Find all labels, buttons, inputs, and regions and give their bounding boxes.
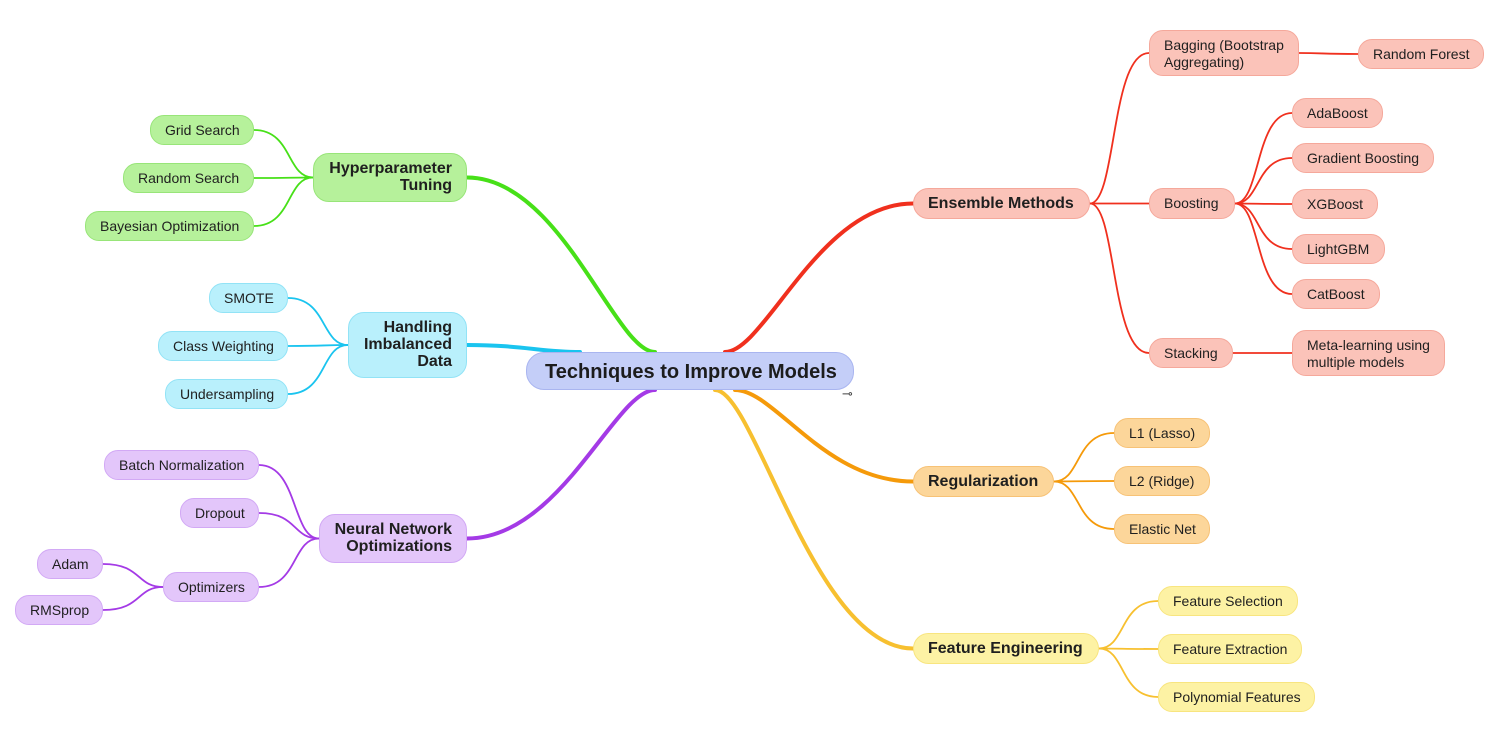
link-optimizers-adam — [102, 563, 164, 588]
topic-ensemble-methods[interactable]: Ensemble Methods — [913, 188, 1090, 219]
link-root-neural — [465, 388, 657, 541]
link-boosting-item-4 — [1234, 202, 1293, 295]
link-optimizers-rmsprop — [102, 586, 164, 611]
link-feature-item-0 — [1098, 600, 1159, 650]
link-feature-item-2 — [1098, 647, 1159, 698]
subtopic-random-search[interactable]: Random Search — [123, 163, 254, 193]
link-bagging-random-forest — [1298, 52, 1359, 55]
link-ensemble-stacking — [1089, 202, 1150, 354]
link-regularization-item-0 — [1053, 432, 1115, 483]
link-root-ensemble — [723, 201, 915, 354]
topic-feature-engineering[interactable]: Feature Engineering — [913, 633, 1099, 664]
link-regularization-item-1 — [1053, 480, 1115, 483]
subtopic-adam[interactable]: Adam — [37, 549, 103, 579]
link-boosting-item-1 — [1234, 157, 1293, 205]
subtopic-lightgbm[interactable]: LightGBM — [1292, 234, 1385, 264]
subtopic-dropout[interactable]: Dropout — [180, 498, 259, 528]
link-root-hyperparameter — [465, 175, 657, 354]
link-neural-optimizers — [258, 537, 320, 588]
link-root-imbalanced — [465, 343, 582, 354]
subtopic-adaboost[interactable]: AdaBoost — [1292, 98, 1383, 128]
subtopic-grid-search[interactable]: Grid Search — [150, 115, 254, 145]
subtopic-bagging[interactable]: Bagging (Bootstrap Aggregating) — [1149, 30, 1299, 76]
subtopic-l1-lasso[interactable]: L1 (Lasso) — [1114, 418, 1210, 448]
link-root-regularization — [733, 388, 915, 484]
topic-hyperparameter-tuning[interactable]: Hyperparameter Tuning — [313, 153, 467, 202]
subtopic-elastic-net[interactable]: Elastic Net — [1114, 514, 1210, 544]
subtopic-class-weighting[interactable]: Class Weighting — [158, 331, 288, 361]
subtopic-xgboost[interactable]: XGBoost — [1292, 189, 1378, 219]
subtopic-polynomial-features[interactable]: Polynomial Features — [1158, 682, 1315, 712]
subtopic-smote[interactable]: SMOTE — [209, 283, 288, 313]
subtopic-feature-extraction[interactable]: Feature Extraction — [1158, 634, 1302, 664]
link-neural-dropout — [258, 512, 320, 540]
link-boosting-item-0 — [1234, 112, 1293, 205]
link-hyperparameter-item-1 — [253, 176, 314, 179]
topic-handling-imbalanced-data[interactable]: Handling Imbalanced Data — [348, 312, 467, 378]
subtopic-catboost[interactable]: CatBoost — [1292, 279, 1380, 309]
subtopic-undersampling[interactable]: Undersampling — [165, 379, 288, 409]
link-ensemble-bagging — [1089, 52, 1150, 205]
subtopic-optimizers[interactable]: Optimizers — [163, 572, 259, 602]
subtopic-meta-learning[interactable]: Meta-learning using multiple models — [1292, 330, 1445, 376]
link-imbalanced-item-0 — [287, 297, 349, 346]
link-boosting-item-2 — [1234, 202, 1293, 205]
link-imbalanced-item-2 — [287, 344, 349, 395]
link-feature-item-1 — [1098, 647, 1159, 650]
subtopic-l2-ridge[interactable]: L2 (Ridge) — [1114, 466, 1210, 496]
subtopic-gradient-boosting[interactable]: Gradient Boosting — [1292, 143, 1434, 173]
central-topic[interactable]: Techniques to Improve Models — [526, 352, 854, 390]
link-neural-batch-norm — [258, 464, 320, 540]
subtopic-bayesian-optimization[interactable]: Bayesian Optimization — [85, 211, 254, 241]
subtopic-feature-selection[interactable]: Feature Selection — [1158, 586, 1298, 616]
subtopic-stacking[interactable]: Stacking — [1149, 338, 1233, 368]
topic-regularization[interactable]: Regularization — [913, 466, 1054, 497]
collapse-icon[interactable]: ⊸ — [842, 387, 853, 402]
link-hyperparameter-item-2 — [253, 176, 314, 227]
subtopic-boosting[interactable]: Boosting — [1149, 188, 1235, 219]
link-boosting-item-3 — [1234, 202, 1293, 250]
topic-neural-network-optimizations[interactable]: Neural Network Optimizations — [319, 514, 467, 563]
link-root-feature-engineering — [713, 388, 915, 651]
subtopic-random-forest[interactable]: Random Forest — [1358, 39, 1484, 69]
link-hyperparameter-item-0 — [253, 129, 314, 179]
link-regularization-item-2 — [1053, 480, 1115, 530]
link-imbalanced-item-1 — [287, 344, 349, 347]
subtopic-batch-normalization[interactable]: Batch Normalization — [104, 450, 259, 480]
subtopic-rmsprop[interactable]: RMSprop — [15, 595, 103, 625]
